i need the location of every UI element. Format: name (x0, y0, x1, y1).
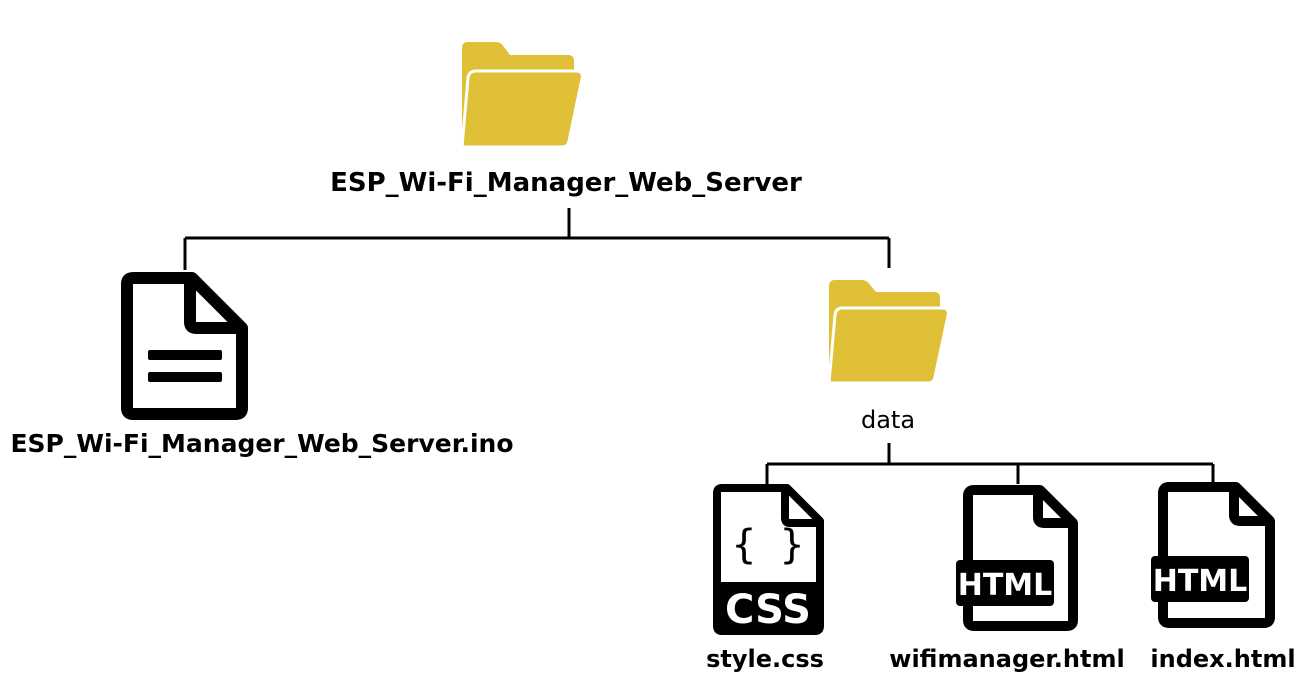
css-braces-glyph: { } (732, 522, 804, 568)
data-folder-icon[interactable] (827, 280, 950, 385)
wifimanager-html-label: wifimanager.html (889, 645, 1124, 673)
css-badge-text: CSS (725, 587, 811, 633)
wifimanager-badge-text: HTML (958, 568, 1053, 603)
tree-connectors (183, 208, 1215, 492)
style-css-label: style.css (706, 645, 824, 673)
root-connector (183, 208, 891, 270)
html-file-icon[interactable]: HTML (956, 485, 1078, 631)
ino-file-label: ESP_Wi-Fi_Manager_Web_Server.ino (10, 429, 513, 458)
index-html-label: index.html (1150, 645, 1295, 673)
data-connector (765, 443, 1215, 492)
css-file-icon[interactable]: CSS { } (713, 484, 824, 635)
data-folder-label: data (861, 406, 915, 434)
root-folder-icon[interactable] (460, 42, 584, 149)
index-badge-text: HTML (1153, 564, 1248, 599)
document-icon[interactable] (121, 272, 248, 420)
root-folder-label: ESP_Wi-Fi_Manager_Web_Server (330, 168, 802, 198)
html-file-icon[interactable]: HTML (1151, 482, 1275, 628)
